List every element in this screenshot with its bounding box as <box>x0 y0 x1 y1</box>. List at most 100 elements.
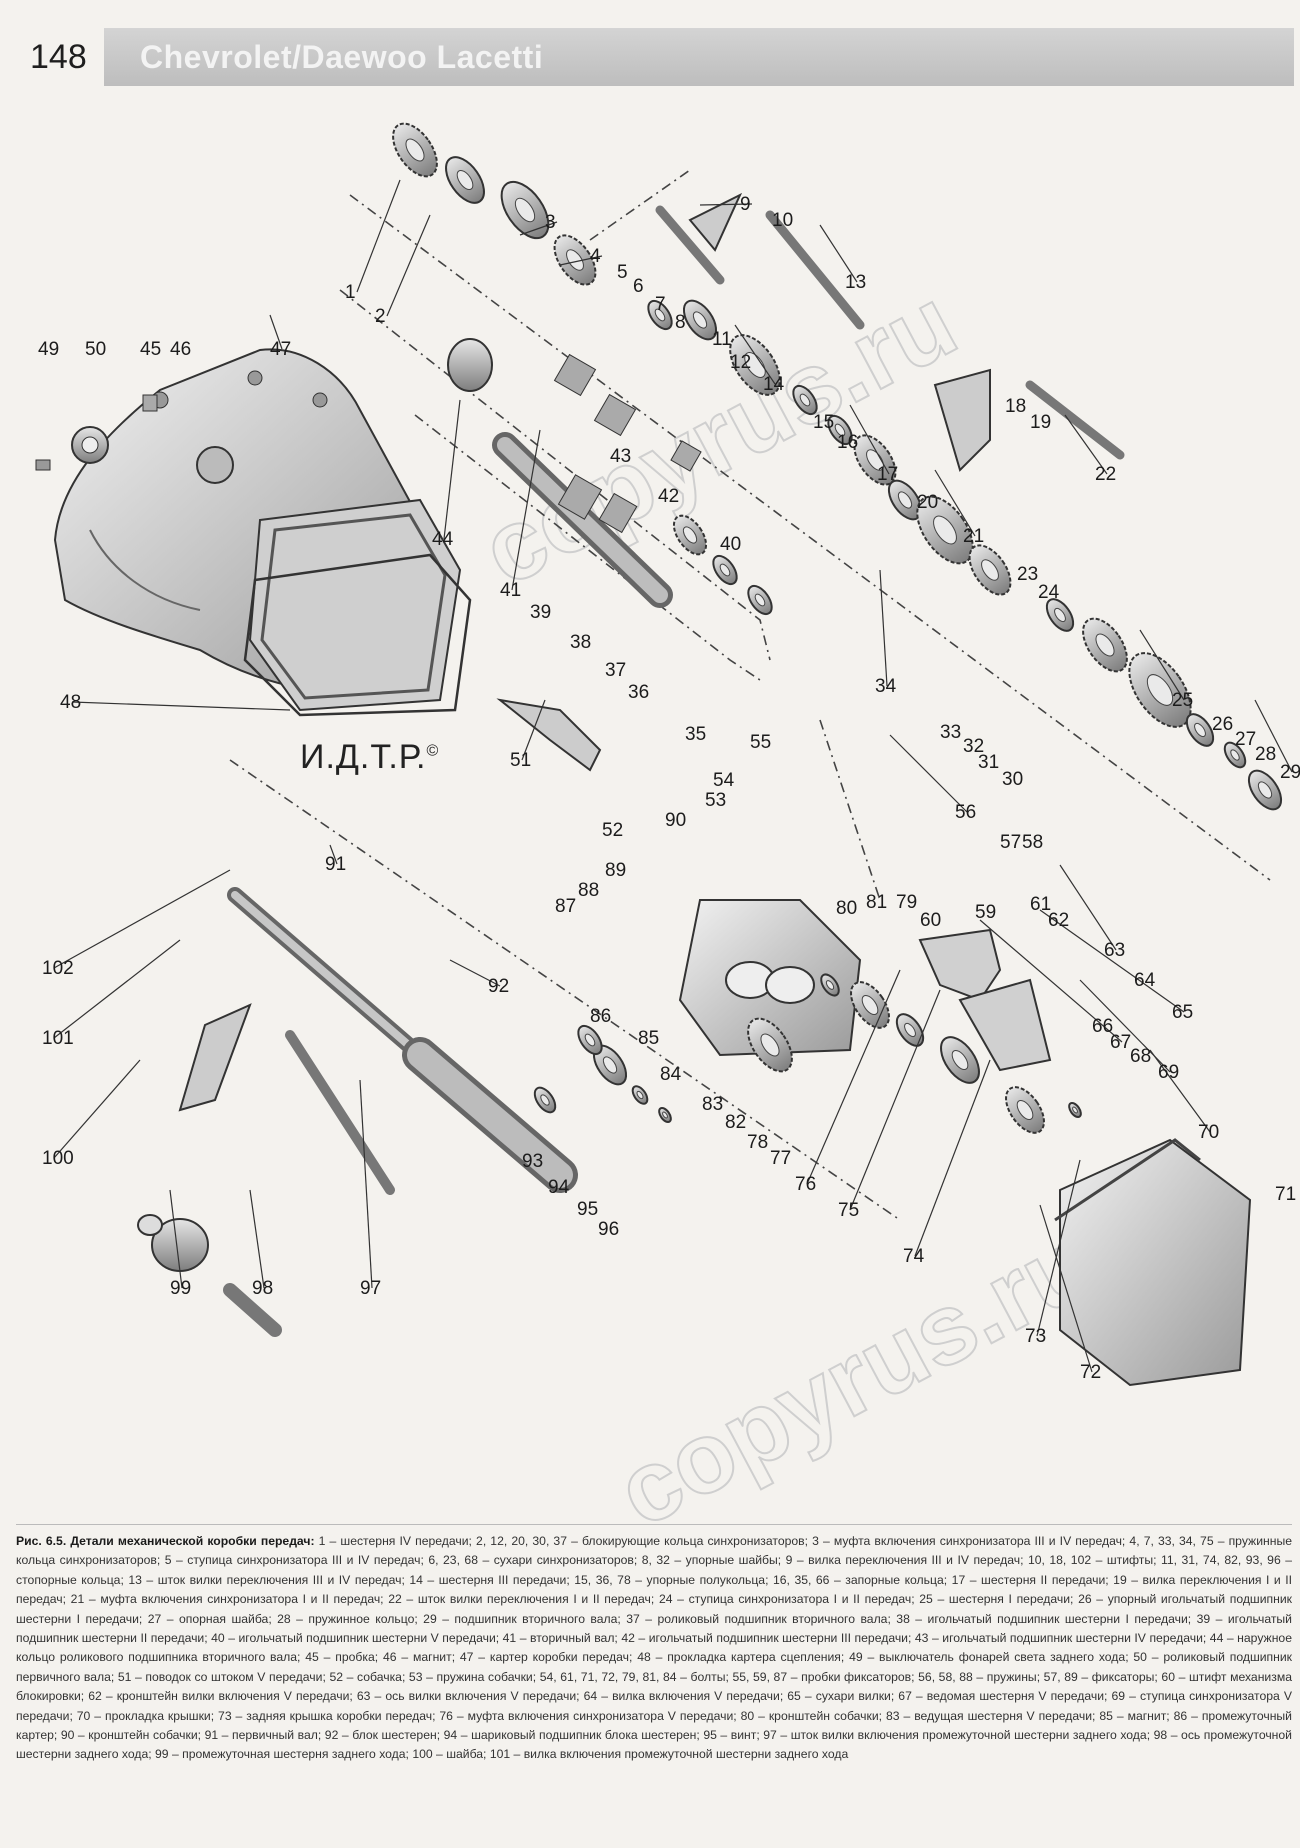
leader-1 <box>356 179 401 293</box>
callout-19: 19 <box>1030 412 1051 433</box>
lower-gear-7 <box>1068 1101 1082 1119</box>
callout-31: 31 <box>978 752 999 773</box>
callout-70: 70 <box>1198 1122 1219 1143</box>
upper-gear-22 <box>747 584 773 616</box>
callout-37: 37 <box>605 660 626 681</box>
leader-67 <box>979 919 1123 1043</box>
watermark-lower: copyrus.ru <box>600 1207 1109 1540</box>
leader-34 <box>879 569 888 687</box>
callout-62: 62 <box>1048 910 1069 931</box>
callout-59: 59 <box>975 902 996 923</box>
figure-caption: Рис. 6.5. Детали механической коробки пе… <box>16 1532 1292 1832</box>
page-header: 148 Chevrolet/Daewoo Lacetti <box>0 28 1300 86</box>
upper-gear-3 <box>500 180 550 240</box>
upper-gear-12 <box>916 495 974 565</box>
callout-22: 22 <box>1095 464 1116 485</box>
leader-14 <box>734 324 776 385</box>
callout-38: 38 <box>570 632 591 653</box>
callout-92: 92 <box>488 976 509 997</box>
upper-gear-9 <box>827 414 853 446</box>
callout-10: 10 <box>772 210 793 231</box>
callout-39: 39 <box>530 602 551 623</box>
callout-32: 32 <box>963 736 984 757</box>
callout-16: 16 <box>837 432 858 453</box>
book-title: Chevrolet/Daewoo Lacetti <box>140 39 544 75</box>
callout-12: 12 <box>730 352 751 373</box>
callout-95: 95 <box>577 1199 598 1220</box>
upper-gear-18 <box>1223 741 1247 769</box>
callout-3: 3 <box>545 212 556 233</box>
callout-45: 45 <box>140 339 161 360</box>
leader-13 <box>819 224 858 283</box>
leader-22 <box>1064 414 1108 475</box>
callout-6: 6 <box>633 276 644 297</box>
callout-72: 72 <box>1080 1362 1101 1383</box>
copyright-symbol: © <box>426 742 440 760</box>
callout-52: 52 <box>602 820 623 841</box>
lower-gear-11 <box>577 1024 603 1056</box>
callout-9: 9 <box>740 194 751 215</box>
callout-73: 73 <box>1025 1326 1046 1347</box>
callout-36: 36 <box>628 682 649 703</box>
lower-gear-9 <box>631 1085 649 1105</box>
leader-9 <box>699 203 753 206</box>
upper-gear-14 <box>1045 598 1075 632</box>
callout-71: 71 <box>1275 1184 1296 1205</box>
callout-77: 77 <box>770 1148 791 1169</box>
callout-29: 29 <box>1280 762 1300 783</box>
upper-gear-6 <box>682 299 718 341</box>
leader-47 <box>269 314 283 350</box>
callout-44: 44 <box>432 529 454 550</box>
callout-84: 84 <box>660 1064 682 1085</box>
callout-87: 87 <box>555 896 576 917</box>
callout-41: 41 <box>500 580 521 601</box>
upper-gear-21 <box>712 554 738 586</box>
callout-94: 94 <box>548 1177 570 1198</box>
callout-61: 61 <box>1030 894 1051 915</box>
rear-cover <box>1054 1138 1252 1387</box>
lower-gear-5 <box>940 1036 980 1084</box>
upper-gear-2 <box>445 156 485 204</box>
lower-gear-8 <box>592 1044 628 1086</box>
callout-47: 47 <box>270 339 291 360</box>
callout-14: 14 <box>763 374 785 395</box>
callout-54: 54 <box>713 770 735 791</box>
leader-98 <box>249 1189 265 1289</box>
upper-gear-4 <box>553 234 597 286</box>
leader-92 <box>449 959 501 987</box>
leader-99 <box>169 1189 183 1289</box>
callout-53: 53 <box>705 790 726 811</box>
reverse-parts <box>137 1003 395 1337</box>
caption-text: 1 – шестерня IV передачи; 2, 12, 20, 30,… <box>16 1534 1293 1762</box>
leader-97 <box>359 1079 373 1289</box>
upper-gear-13 <box>968 544 1012 596</box>
callout-30: 30 <box>1002 769 1023 790</box>
callout-76: 76 <box>795 1174 816 1195</box>
caption-label: Рис. 6.5. Детали механической коробки пе… <box>16 1534 315 1548</box>
leader-63 <box>1059 864 1117 951</box>
callout-8: 8 <box>675 312 686 333</box>
callout-102: 102 <box>42 958 74 979</box>
bracket-62 <box>918 928 1052 1072</box>
callout-69: 69 <box>1158 1062 1179 1083</box>
callout-7: 7 <box>655 294 666 315</box>
callout-79: 79 <box>896 892 917 913</box>
lower-gear-6 <box>1005 1086 1045 1134</box>
callout-25: 25 <box>1172 690 1193 711</box>
callout-48: 48 <box>60 692 81 713</box>
leader-41 <box>511 429 541 591</box>
leader-4 <box>559 255 603 266</box>
callout-80: 80 <box>836 898 857 919</box>
title-bar: Chevrolet/Daewoo Lacetti <box>104 28 1294 86</box>
callout-15: 15 <box>813 412 834 433</box>
callout-93: 93 <box>522 1151 543 1172</box>
leader-17 <box>849 404 890 475</box>
upper-gear-15 <box>1082 617 1128 673</box>
callout-82: 82 <box>725 1112 746 1133</box>
callout-11: 11 <box>712 329 732 350</box>
callout-100: 100 <box>42 1148 74 1169</box>
leader-51 <box>521 699 546 761</box>
callout-67: 67 <box>1110 1032 1131 1053</box>
callout-60: 60 <box>920 910 941 931</box>
leader-65 <box>1039 909 1185 1013</box>
